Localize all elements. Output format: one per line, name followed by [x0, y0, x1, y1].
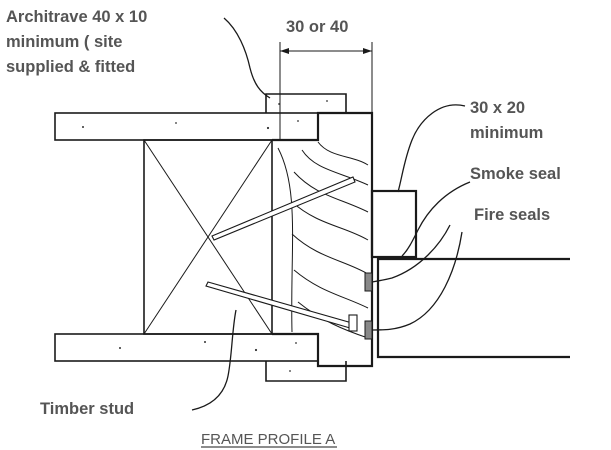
door-stop-label-line-2: minimum — [470, 124, 543, 142]
architrave-top — [265, 93, 347, 113]
smoke-seal-label: Smoke seal — [470, 165, 561, 183]
smoke-seal-leader — [401, 181, 471, 257]
architrave-label-line-3: supplied & fitted — [6, 58, 135, 76]
fire-seal-upper — [364, 272, 373, 292]
architrave-label: Architrave 40 x 10 minimum ( site suppli… — [6, 8, 147, 76]
architrave-leader — [223, 17, 271, 99]
fire-seals-leader-upper — [371, 224, 451, 283]
wall-lining-bottom — [54, 333, 319, 362]
door-stop-label: 30 x 20 minimum — [470, 99, 543, 142]
timber-stud — [143, 139, 273, 335]
architrave-bottom — [265, 361, 347, 382]
door-leaf — [376, 257, 570, 359]
timber-stud-leader — [191, 309, 237, 411]
fire-seals-leader-lower — [371, 231, 463, 331]
dimension-label: 30 or 40 — [286, 18, 348, 36]
diagram-title: FRAME PROFILE A — [201, 431, 335, 448]
door-stop — [370, 189, 418, 259]
fixing-screws — [205, 176, 358, 332]
timber-stud-label: Timber stud — [40, 400, 134, 418]
fire-seal-lower — [364, 320, 373, 340]
fire-seals-label: Fire seals — [474, 206, 550, 224]
wall-lining-top — [54, 112, 319, 141]
dimension-marker — [279, 42, 373, 140]
architrave-label-line-2: minimum ( site — [6, 33, 122, 51]
stop-leader — [397, 104, 466, 193]
door-stop-label-line-1: 30 x 20 — [470, 99, 525, 117]
architrave-label-line-1: Architrave 40 x 10 — [6, 8, 147, 26]
